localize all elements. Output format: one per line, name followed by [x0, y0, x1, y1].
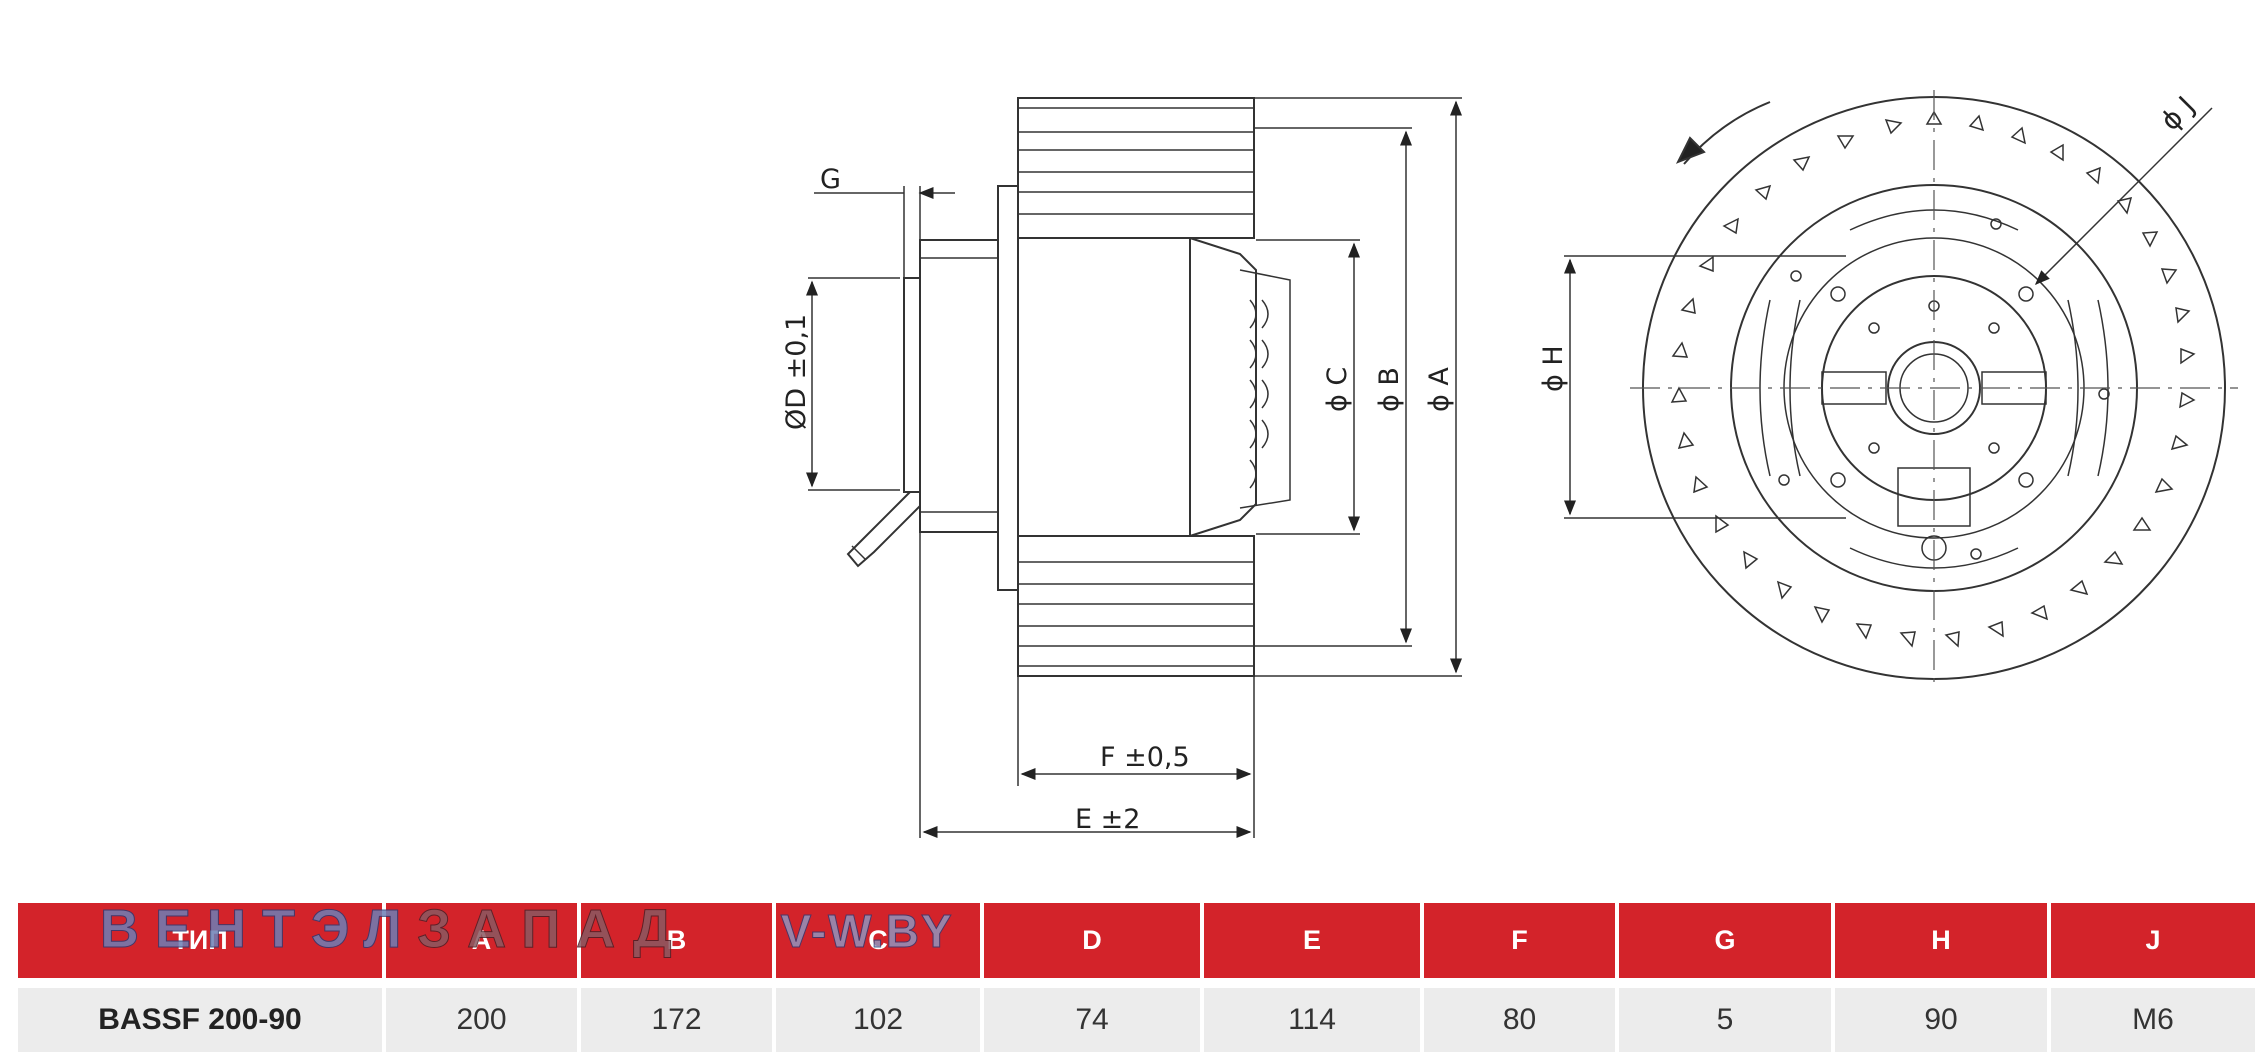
column-header-b: B: [581, 903, 772, 978]
blade-lines-top: [1018, 107, 1254, 215]
cell-j: M6: [2051, 978, 2255, 1052]
cell-e: 114: [1204, 978, 1420, 1052]
front-view-dimensions: [1564, 107, 2213, 519]
dim-label-c: ϕ C: [1322, 367, 1353, 412]
mounting-holes: [1778, 218, 2110, 560]
column-header-j: J: [2051, 903, 2255, 978]
column-header-d: D: [984, 903, 1200, 978]
dim-label-b: ϕ B: [1374, 367, 1405, 412]
technical-drawing: G ØD ±0,1 ϕ C ϕ B ϕ A F ±0,5 E ±2: [781, 90, 2238, 838]
column-header-e: E: [1204, 903, 1420, 978]
column-header-h: H: [1835, 903, 2047, 978]
dim-label-h: ϕ H: [1538, 345, 1569, 392]
table-header-row: ТИП A B C D E F G H J: [18, 903, 2255, 978]
cell-a: 200: [386, 978, 577, 1052]
dim-label-g: G: [820, 164, 841, 195]
column-header-a: A: [386, 903, 577, 978]
cell-type: BASSF 200-90: [18, 978, 382, 1052]
cell-d: 74: [984, 978, 1200, 1052]
dim-label-j: ϕ J: [2155, 91, 2201, 137]
front-view-labels: ϕ H ϕ J: [1538, 91, 2201, 392]
cell-c: 102: [776, 978, 980, 1052]
cell-h: 90: [1835, 978, 2047, 1052]
dim-label-a: ϕ A: [1424, 367, 1455, 412]
motor-fins: [1239, 269, 1291, 509]
dim-label-f: F ±0,5: [1100, 742, 1190, 773]
side-view: [846, 97, 1291, 677]
dim-label-e: E ±2: [1075, 804, 1140, 835]
column-header-c: C: [776, 903, 980, 978]
specs-table: ТИП A B C D E F G H J BASSF 200-90 200 1…: [14, 903, 2259, 1052]
side-view-dimensions: [806, 97, 1462, 838]
column-header-type: ТИП: [18, 903, 382, 978]
dim-label-d: ØD ±0,1: [781, 314, 812, 430]
table-row: BASSF 200-90 200 172 102 74 114 80 5 90 …: [18, 978, 2255, 1052]
column-header-g: G: [1619, 903, 1831, 978]
blade-marks: [1670, 110, 2196, 648]
front-view-centerlines: [1630, 90, 2238, 686]
column-header-f: F: [1424, 903, 1615, 978]
blade-lines-bottom: [1018, 561, 1254, 667]
cell-g: 5: [1619, 978, 1831, 1052]
cell-f: 80: [1424, 978, 1615, 1052]
side-view-labels: G ØD ±0,1 ϕ C ϕ B ϕ A F ±0,5 E ±2: [781, 164, 1455, 835]
cell-b: 172: [581, 978, 772, 1052]
